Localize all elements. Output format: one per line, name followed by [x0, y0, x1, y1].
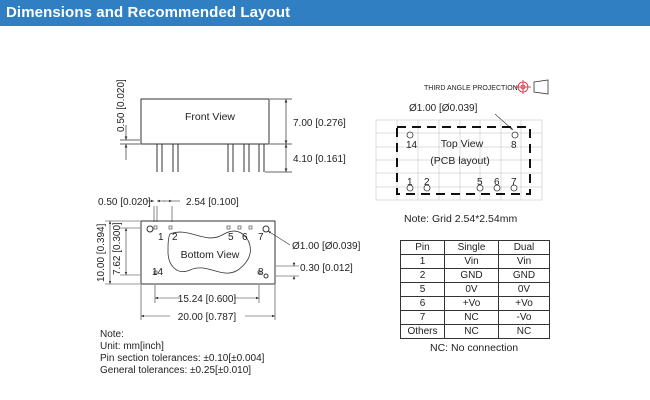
pcb-pin-14: 14 — [406, 140, 418, 151]
note-unit: Unit: mm[inch] — [100, 341, 164, 352]
notes-block: Note: Unit: mm[inch] Pin section toleran… — [100, 329, 264, 377]
pin-table: Pin Single Dual 1 Vin Vin 2 GND GND 5 0V… — [400, 240, 550, 339]
bottom-pin-6: 6 — [242, 232, 248, 243]
table-cell: +Vo — [498, 296, 550, 311]
projection-cone — [533, 79, 549, 95]
table-cell: GND — [498, 268, 550, 283]
inner-height-dimension: 7.62 [0.300] — [112, 222, 123, 275]
dual-column-header: Dual — [498, 240, 550, 255]
note-pin-tolerance: Pin section tolerances: ±0.10[±0.004] — [100, 353, 265, 364]
table-cell: 2 — [400, 268, 445, 283]
front-view-body — [140, 98, 270, 145]
pin-column-header: Pin — [400, 240, 445, 255]
width-dimension: 20.00 [0.787] — [178, 312, 237, 323]
bottom-pin-8: 8 — [258, 267, 264, 278]
pin-length-dimension: 4.10 [0.161] — [293, 154, 346, 165]
outer-height-dimension: 10.00 [0.394] — [96, 223, 107, 282]
nc-note: NC: No connection — [430, 342, 519, 354]
bottom-pin-5: 5 — [228, 232, 234, 243]
table-cell: GND — [444, 268, 499, 283]
grid-note: Note: Grid 2.54*2.54mm — [404, 213, 518, 225]
note-general-tolerance: General tolerances: ±0.25[±0.010] — [100, 365, 252, 376]
section-title: Dimensions and Recommended Layout — [6, 4, 291, 21]
table-row: 6 +Vo +Vo — [400, 296, 550, 311]
bottom-view-body — [140, 220, 276, 285]
table-cell: 6 — [400, 296, 445, 311]
bottom-pin-7: 7 — [258, 232, 264, 243]
bottom-pin-14: 14 — [152, 267, 164, 278]
table-cell: 1 — [400, 254, 445, 269]
pin-hole — [146, 225, 154, 233]
table-row: Others NC NC — [400, 324, 550, 339]
projection-label: THIRD ANGLE PROJECTION — [424, 85, 518, 92]
bottom-view-outline — [167, 230, 251, 274]
bottom-pin-1: 1 — [158, 232, 164, 243]
edge-offset-dimension: 0.50 [0.020] — [98, 197, 151, 208]
pcb-pin-8: 8 — [511, 140, 517, 151]
table-cell: Vin — [498, 254, 550, 269]
table-cell: +Vo — [444, 296, 499, 311]
pcb-pads — [406, 131, 519, 192]
front-view-label: Front View — [185, 111, 235, 123]
bottom-pin-2: 2 — [172, 232, 178, 243]
table-cell: 0V — [444, 282, 499, 297]
height-dimension: 7.00 [0.276] — [293, 118, 346, 129]
pin-table-header: Pin Single Dual — [400, 240, 550, 255]
pin-hole — [263, 273, 269, 279]
top-view-label: Top View — [441, 138, 484, 150]
pin-hole — [262, 225, 270, 233]
table-cell: NC — [444, 310, 499, 325]
bottom-view — [105, 199, 299, 320]
pin-offset-dimension: 0.30 [0.012] — [300, 263, 353, 274]
pcb-layout-label: (PCB layout) — [430, 155, 490, 167]
table-cell: 5 — [400, 282, 445, 297]
table-row: 7 NC -Vo — [400, 310, 550, 325]
front-view — [120, 98, 292, 173]
table-cell: NC — [444, 324, 499, 339]
pcb-pin-1: 1 — [407, 177, 413, 188]
pcb-pin-2: 2 — [424, 177, 430, 188]
table-cell: Others — [400, 324, 445, 339]
pcb-pin-6: 6 — [494, 177, 500, 188]
front-offset-dimension: 0.50 [0.020] — [116, 79, 127, 132]
table-cell: NC — [498, 324, 550, 339]
pcb-pin-5: 5 — [477, 177, 483, 188]
notes-heading: Note: — [100, 329, 124, 340]
pcb-hole-dimension: Ø1.00 [Ø0.039] — [409, 103, 478, 114]
table-row: 5 0V 0V — [400, 282, 550, 297]
table-cell: -Vo — [498, 310, 550, 325]
pcb-pin-7: 7 — [511, 177, 517, 188]
table-row: 1 Vin Vin — [400, 254, 550, 269]
row-span-dimension: 15.24 [0.600] — [178, 294, 237, 305]
table-cell: 7 — [400, 310, 445, 325]
bottom-view-label: Bottom View — [181, 249, 240, 261]
table-row: 2 GND GND — [400, 268, 550, 283]
pin-hole-dimension: Ø1.00 [Ø0.039] — [292, 241, 361, 252]
pitch-dimension: 2.54 [0.100] — [186, 197, 239, 208]
single-column-header: Single — [444, 240, 499, 255]
table-cell: Vin — [444, 254, 499, 269]
section-header: Dimensions and Recommended Layout — [0, 0, 650, 26]
pcb-outline — [396, 126, 531, 195]
table-cell: 0V — [498, 282, 550, 297]
projection-symbol — [515, 80, 531, 94]
